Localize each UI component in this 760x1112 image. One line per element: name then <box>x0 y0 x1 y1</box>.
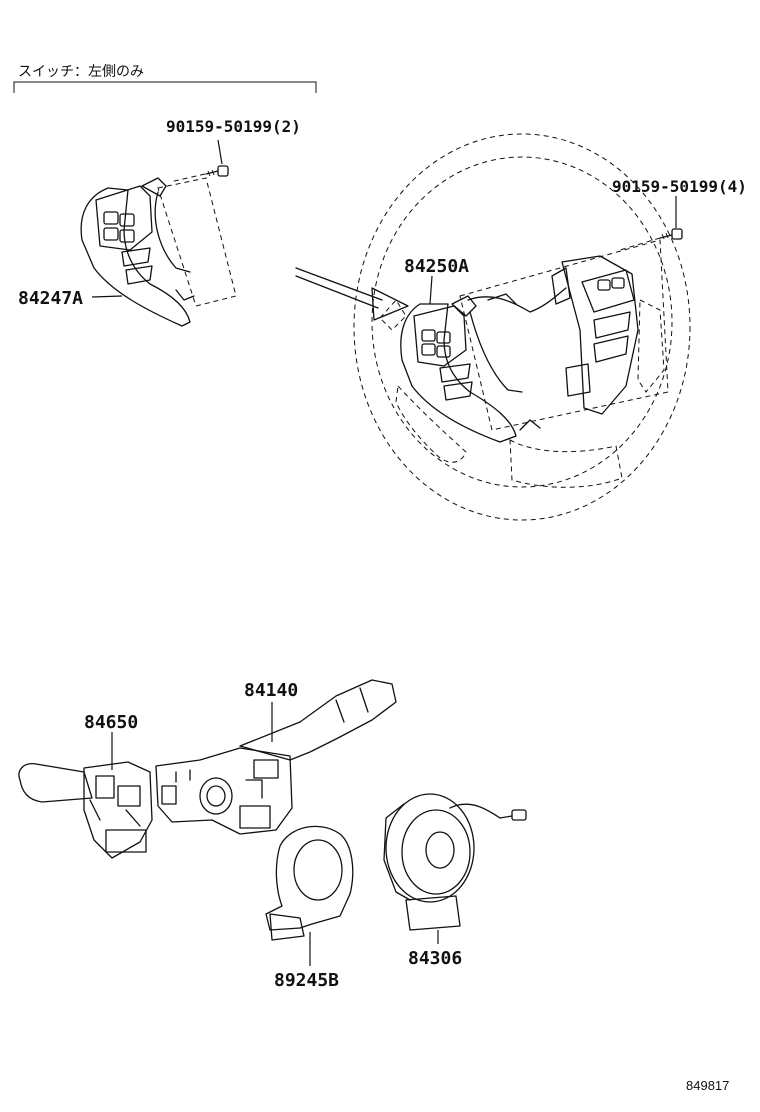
cable-cover <box>265 825 354 966</box>
label-spiral-cable: 84306 <box>408 948 462 969</box>
reference-number: 849817 <box>686 1078 729 1093</box>
arrow-indicator <box>295 267 409 321</box>
label-wiper: 84650 <box>84 712 138 733</box>
left-bolt-icon <box>169 165 229 183</box>
label-turn-signal: 84140 <box>244 680 298 701</box>
label-bolt-right: 90159-50199(4) <box>612 177 747 196</box>
wheel-rim-outer <box>353 133 691 521</box>
left-switch-dashed-bracket <box>157 177 237 307</box>
switch-note-group: スイッチ：左側のみ <box>13 64 317 93</box>
spiral-cable <box>383 793 527 944</box>
wheel-rim-inner <box>371 156 673 488</box>
turn-signal-switch <box>155 679 397 835</box>
switch-note-text: スイッチ：左側のみ <box>18 64 144 80</box>
label-cover: 89245B <box>274 970 339 991</box>
right-bolt-icon <box>619 228 683 251</box>
note-bracket <box>13 81 317 93</box>
wheel-dashed-bracket <box>459 239 669 431</box>
wiper-switch <box>18 732 153 859</box>
label-left-switch: 84247A <box>18 288 83 309</box>
label-wheel-switch: 84250A <box>404 256 469 277</box>
steering-wheel <box>353 133 691 521</box>
left-steering-switch <box>80 177 237 327</box>
label-bolt-left: 90159-50199(2) <box>166 117 301 136</box>
